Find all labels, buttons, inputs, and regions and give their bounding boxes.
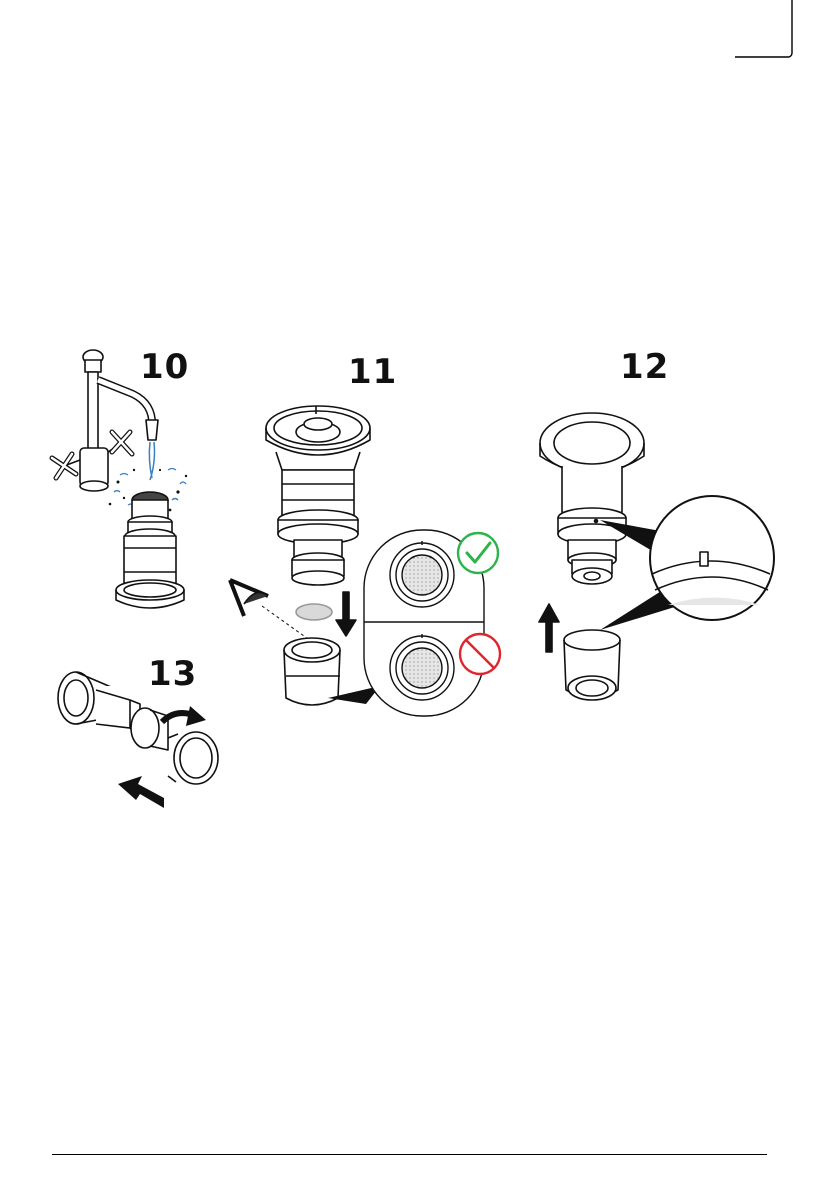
faucet-rinse-icon xyxy=(52,350,187,608)
cap-alignment-icon xyxy=(539,413,774,700)
page-footer-rule xyxy=(52,1154,767,1155)
twist-assemble-icon xyxy=(58,672,218,808)
check-icon xyxy=(458,533,498,573)
prohibited-icon xyxy=(460,634,500,674)
filter-insert-icon xyxy=(230,406,380,705)
